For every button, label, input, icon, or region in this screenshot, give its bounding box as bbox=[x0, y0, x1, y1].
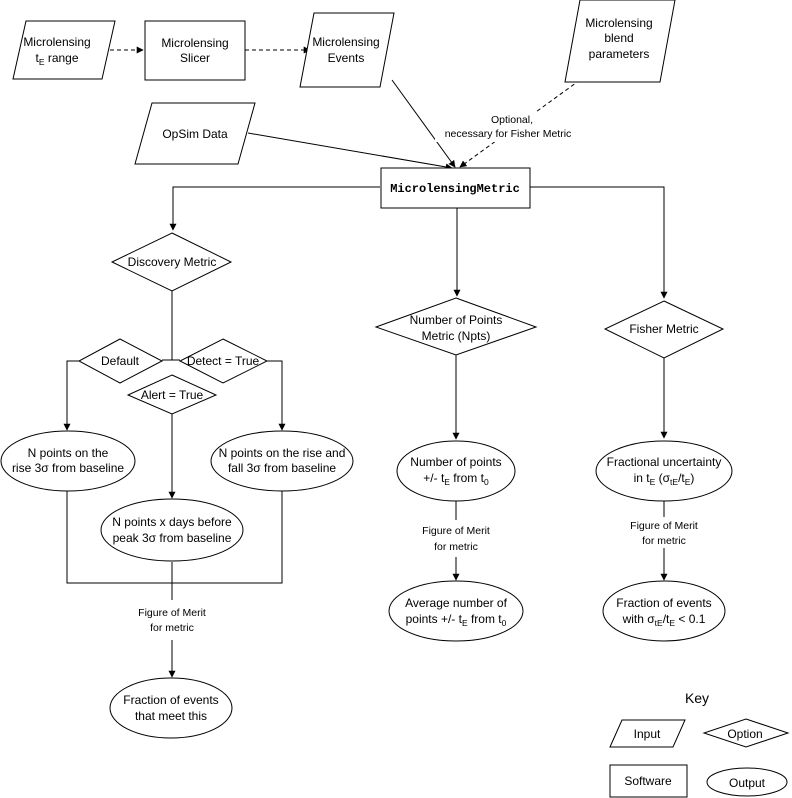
key-option-label: Option bbox=[727, 727, 762, 741]
discovery-label: Discovery Metric bbox=[128, 255, 217, 269]
metric-label: MicrolensingMetric bbox=[390, 182, 520, 196]
key-input: Input bbox=[609, 719, 686, 748]
peak-line2: peak 3σ from baseline bbox=[113, 531, 232, 545]
output-number-of-points: Number of points +/- tE from t0 bbox=[396, 440, 516, 502]
fom-label-npts: Figure of Merit for metric bbox=[408, 521, 504, 555]
slicer-line1: Microlensing bbox=[161, 36, 228, 50]
slicer-line2: Slicer bbox=[180, 51, 210, 65]
output-fraction-sigma: Fraction of events with σtE/tE < 0.1 bbox=[602, 580, 726, 642]
frac-unc-line1: Fractional uncertainty bbox=[607, 455, 722, 469]
edge-detect-to-risefall bbox=[267, 360, 286, 431]
average-line1: Average number of bbox=[405, 596, 508, 610]
fom-label-line1: Figure of Merit bbox=[630, 520, 698, 532]
key-title: Key bbox=[685, 690, 709, 706]
option-discovery-metric: Discovery Metric bbox=[110, 232, 233, 292]
opsim-label: OpSim Data bbox=[162, 127, 228, 141]
blend-line3: parameters bbox=[589, 47, 650, 61]
software-microlensing-metric: MicrolensingMetric bbox=[380, 167, 531, 209]
option-alert-true: Alert = True bbox=[126, 374, 218, 415]
edge-blend-to-metric bbox=[459, 79, 581, 168]
npts-output-line2: +/- tE from t0 bbox=[423, 471, 489, 487]
optional-label: Optional, necessary for Fisher Metric bbox=[435, 112, 585, 142]
input-opsim-data: OpSim Data bbox=[134, 102, 256, 165]
output-average-number: Average number of points +/- tE from t0 bbox=[388, 580, 524, 642]
key-output-label: Output bbox=[729, 776, 766, 790]
te-range-line1: Microlensing bbox=[23, 35, 90, 49]
output-rise-fall: N points on the rise and fall 3σ from ba… bbox=[210, 430, 354, 492]
output-fractional-uncertainty: Fractional uncertainty in tE (σtE/tE) bbox=[595, 440, 733, 502]
rise-fall-line2: fall 3σ from baseline bbox=[228, 461, 336, 475]
fraction-meet-line2: that meet this bbox=[135, 709, 207, 723]
key-output: Output bbox=[706, 767, 788, 797]
fom-label-line1: Figure of Merit bbox=[138, 607, 206, 619]
frac-ev-line2: with σtE/tE < 0.1 bbox=[622, 612, 706, 628]
input-te-range: Microlensing tE range bbox=[12, 20, 116, 80]
edge-opsim-to-metric bbox=[247, 132, 453, 171]
option-npts-metric: Number of Points Metric (Npts) bbox=[374, 297, 538, 356]
edge-rise-merge bbox=[66, 491, 283, 584]
input-blend-parameters: Microlensing blend parameters bbox=[564, 0, 676, 83]
key-option: Option bbox=[702, 718, 790, 748]
input-events: Microlensing Events bbox=[299, 12, 395, 88]
fom-label-line2: for metric bbox=[642, 535, 686, 547]
events-line1: Microlensing bbox=[312, 35, 379, 49]
option-default: Default bbox=[77, 338, 164, 384]
optional-label-line1: Optional, bbox=[491, 114, 533, 126]
edge-default-to-rise bbox=[63, 360, 79, 431]
alert-label: Alert = True bbox=[141, 388, 204, 402]
key-legend: Key Input Option Software Output bbox=[609, 690, 790, 798]
detect-label: Detect = True bbox=[187, 354, 260, 368]
fom-label-discovery: Figure of Merit for metric bbox=[125, 602, 221, 636]
edge-events-to-metric bbox=[391, 79, 456, 168]
average-line2: points +/- tE from t0 bbox=[406, 612, 507, 628]
optional-label-line2: necessary for Fisher Metric bbox=[445, 128, 572, 140]
npts-metric-line1: Number of Points bbox=[410, 313, 503, 327]
te-range-line2: tE range bbox=[35, 51, 78, 67]
fom-label-fisher: Figure of Merit for metric bbox=[616, 517, 712, 548]
output-peak: N points x days before peak 3σ from base… bbox=[100, 498, 244, 562]
key-software-label: Software bbox=[624, 774, 672, 788]
blend-line2: blend bbox=[604, 31, 633, 45]
frac-ev-line1: Fraction of events bbox=[616, 596, 711, 610]
frac-unc-line2: in tE (σtE/tE) bbox=[634, 471, 695, 487]
rise-fall-line1: N points on the rise and bbox=[219, 446, 346, 460]
fom-label-line1: Figure of Merit bbox=[422, 525, 490, 537]
edge-metric-to-fisher bbox=[530, 186, 668, 299]
key-software: Software bbox=[609, 764, 688, 798]
software-slicer: Microlensing Slicer bbox=[144, 20, 246, 81]
blend-line1: Microlensing bbox=[585, 16, 652, 30]
rise-line1: N points on the bbox=[28, 446, 109, 460]
option-fisher-metric: Fisher Metric bbox=[603, 300, 725, 359]
npts-output-line1: Number of points bbox=[410, 455, 501, 469]
fisher-label: Fisher Metric bbox=[629, 322, 698, 336]
fraction-meet-line1: Fraction of events bbox=[123, 693, 218, 707]
edge-metric-to-discovery bbox=[169, 186, 380, 231]
output-fraction-meet: Fraction of events that meet this bbox=[109, 677, 233, 739]
peak-line1: N points x days before bbox=[112, 515, 232, 529]
rise-line2: rise 3σ from baseline bbox=[12, 461, 124, 475]
fom-label-line2: for metric bbox=[434, 541, 478, 553]
events-line2: Events bbox=[328, 51, 365, 65]
option-detect-true: Detect = True bbox=[178, 338, 269, 384]
default-label: Default bbox=[101, 354, 140, 368]
npts-metric-line2: Metric (Npts) bbox=[422, 329, 491, 343]
output-rise: N points on the rise 3σ from baseline bbox=[0, 430, 136, 492]
key-input-label: Input bbox=[634, 727, 661, 741]
fom-label-line2: for metric bbox=[150, 622, 194, 634]
